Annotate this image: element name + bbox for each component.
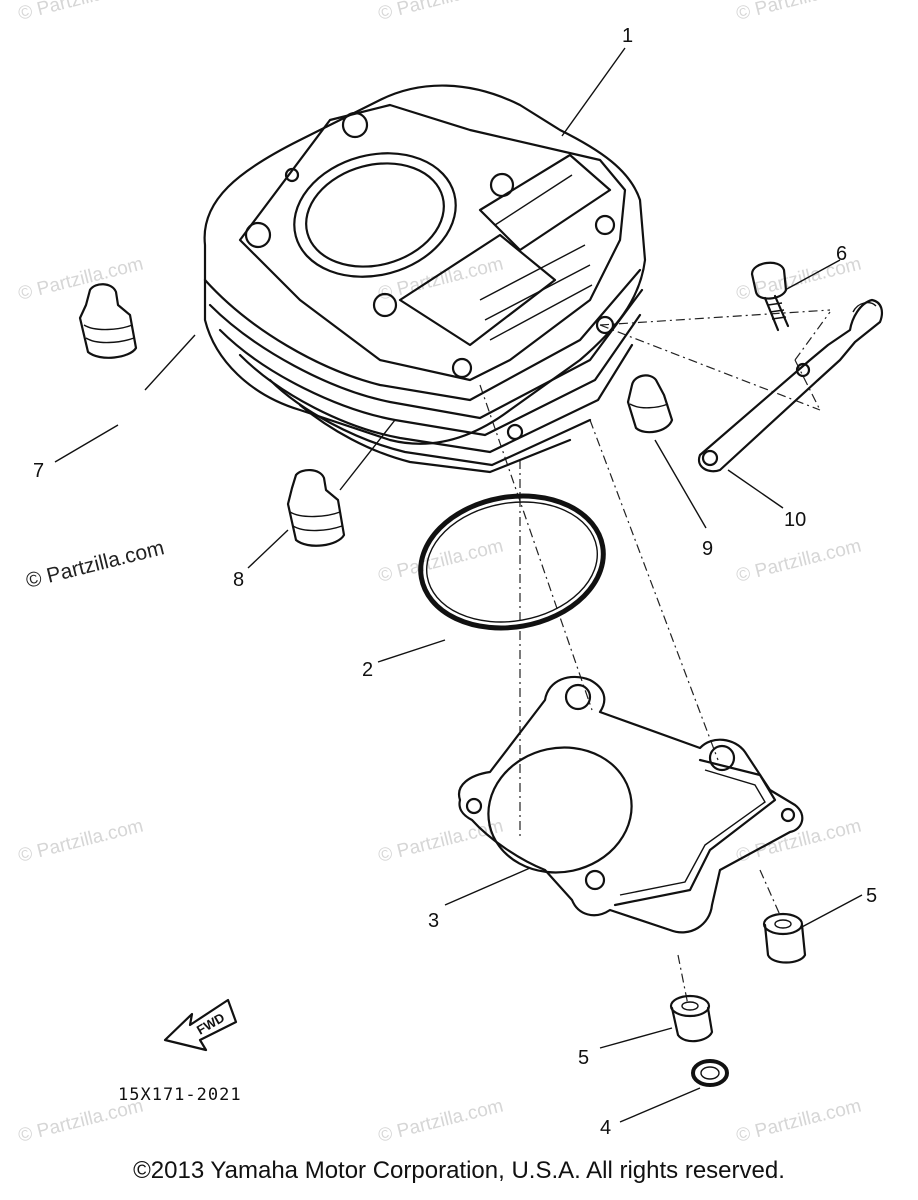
bracket-icon xyxy=(697,298,883,473)
forward-arrow-icon: FWD xyxy=(163,998,238,1052)
fwd-label: FWD xyxy=(194,1010,227,1038)
assembly-centerlines xyxy=(479,309,831,1006)
plug-icon xyxy=(78,283,138,359)
part-label-5: 5 xyxy=(578,1047,589,1069)
watermark: © Partzilla.com xyxy=(24,536,167,593)
watermark: © Partzilla.com xyxy=(734,816,863,867)
watermark: © Partzilla.com xyxy=(376,816,505,867)
watermark: © Partzilla.com xyxy=(734,0,863,25)
watermark: © Partzilla.com xyxy=(376,0,505,25)
part-label-6: 6 xyxy=(836,243,847,265)
part-label-4: 4 xyxy=(600,1117,611,1139)
cylinder-gasket-icon xyxy=(457,675,804,934)
watermark: © Partzilla.com xyxy=(376,1096,505,1147)
watermark: © Partzilla.com xyxy=(734,536,863,587)
watermark: © Partzilla.com xyxy=(376,536,505,587)
dowel-pin-icon xyxy=(762,912,807,964)
part-label-7: 7 xyxy=(33,460,44,482)
part-label-9: 9 xyxy=(702,538,713,560)
part-labels: 1 2 3 4 5 5 6 7 8 9 10 xyxy=(33,25,877,1139)
leader-lines xyxy=(54,47,863,1123)
washer-icon xyxy=(691,1059,729,1087)
part-label-10: 10 xyxy=(784,509,806,531)
diagram-code: 15X171-2021 xyxy=(118,1085,242,1105)
dowel-pin-icon xyxy=(669,994,714,1043)
copyright-notice: ©2013 Yamaha Motor Corporation, U.S.A. A… xyxy=(133,1157,785,1184)
part-label-5: 5 xyxy=(866,885,877,907)
part-label-2: 2 xyxy=(362,659,373,681)
o-ring-icon xyxy=(418,493,606,631)
watermark: © Partzilla.com xyxy=(16,0,145,25)
part-label-3: 3 xyxy=(428,910,439,932)
watermark: © Partzilla.com xyxy=(734,1096,863,1147)
watermark: © Partzilla.com xyxy=(16,254,145,305)
part-label-1: 1 xyxy=(622,25,633,47)
plug-icon xyxy=(626,374,674,434)
part-label-8: 8 xyxy=(233,569,244,591)
watermark: © Partzilla.com xyxy=(16,816,145,867)
cylinder-block-icon xyxy=(203,84,647,474)
plug-icon xyxy=(286,469,346,547)
